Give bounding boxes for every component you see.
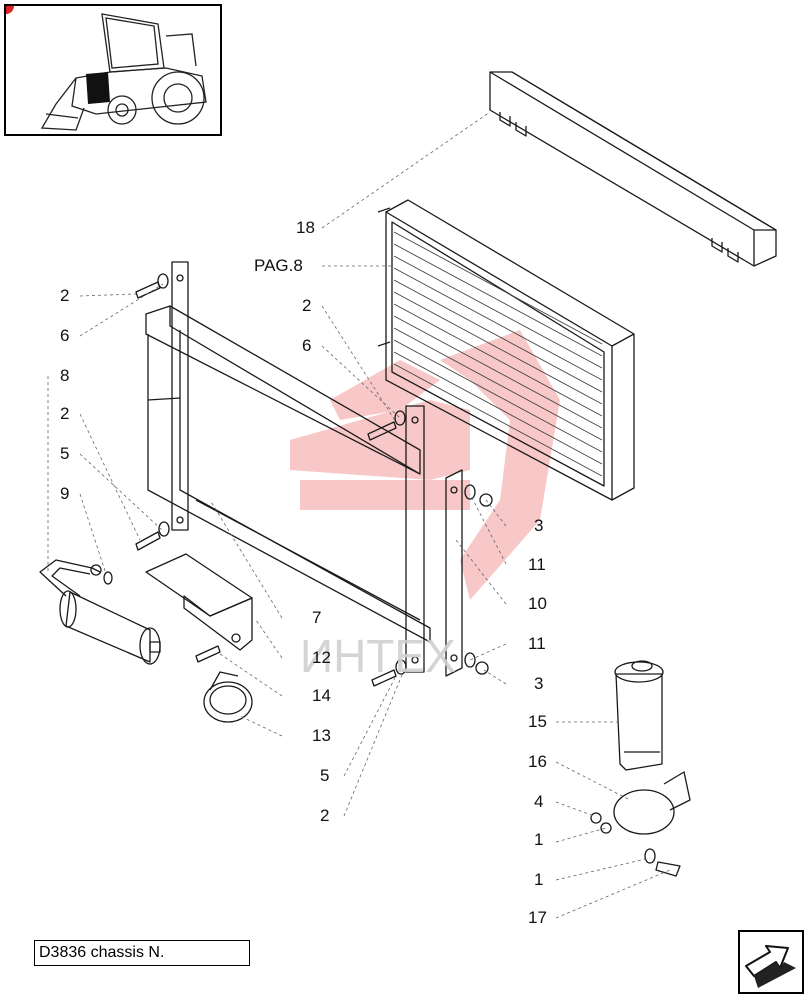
hose-clamp-part-13 — [203, 671, 253, 723]
machine-thumbnail — [4, 4, 222, 136]
filter-part-15 — [614, 660, 664, 771]
condenser-fins — [393, 231, 603, 477]
callout-5: 5 — [320, 766, 330, 785]
callout-2: 2 — [60, 286, 70, 305]
watermark-logo-icon — [290, 330, 560, 600]
callout-6: 6 — [60, 326, 70, 345]
callout-4: 4 — [534, 792, 544, 811]
foam-strip-part-18 — [489, 71, 777, 267]
left-bracket — [171, 261, 189, 531]
callout-14: 14 — [312, 686, 331, 705]
bolts-washers — [135, 273, 493, 687]
callout-2: 2 — [60, 404, 70, 423]
callout-3: 3 — [534, 516, 544, 535]
callout-15: 15 — [528, 712, 547, 731]
callout-pag8: PAG.8 — [254, 256, 303, 275]
callout-5: 5 — [60, 444, 70, 463]
callout-1: 1 — [534, 870, 544, 889]
mounting-bracket-part-12 — [145, 553, 253, 651]
callout-9: 9 — [60, 484, 70, 503]
callout-16: 16 — [528, 752, 547, 771]
callout-1: 1 — [534, 830, 544, 849]
frame-part-7 — [145, 305, 431, 643]
callout-17: 17 — [528, 908, 547, 927]
next-page-button[interactable] — [738, 930, 804, 994]
callout-11: 11 — [528, 555, 546, 574]
bolt-part-17 — [644, 848, 681, 877]
callout-7: 7 — [312, 608, 322, 627]
middle-bracket — [405, 405, 425, 673]
callout-11: 11 — [528, 634, 546, 653]
arrow-right-down-icon — [745, 945, 796, 988]
callout-18: 18 — [296, 218, 315, 237]
watermark-text: ИНТЕХ — [300, 630, 456, 682]
callout-3: 3 — [534, 674, 544, 693]
callout-2: 2 — [302, 296, 312, 315]
callout-10: 10 — [528, 594, 547, 613]
callout-12: 12 — [312, 648, 331, 667]
callout-8: 8 — [60, 366, 70, 385]
callout-2: 2 — [320, 806, 330, 825]
receiver-drier-part-8 — [39, 559, 161, 665]
chassis-number-label: D3836 chassis N. — [34, 940, 250, 966]
callout-6: 6 — [302, 336, 312, 355]
right-bracket-part-10 — [445, 469, 463, 677]
callout-13: 13 — [312, 726, 331, 745]
leader-lines — [47, 111, 671, 919]
filter-bracket-part-16 — [590, 771, 691, 835]
condenser-core — [377, 199, 635, 501]
backhoe-loader-icon — [6, 6, 207, 131]
